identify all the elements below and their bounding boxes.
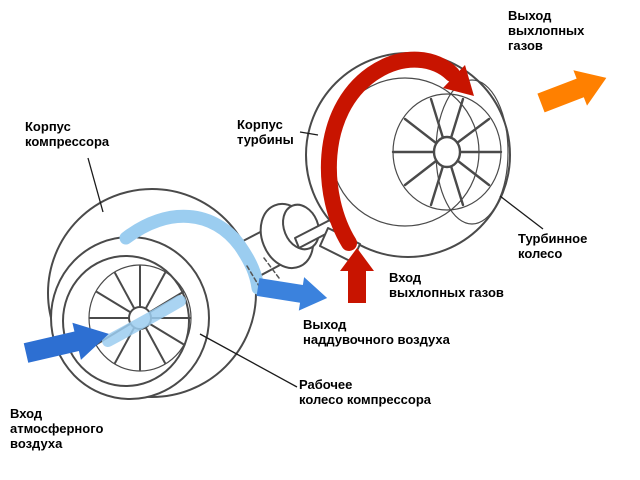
label-text: колесо компрессора — [299, 392, 432, 407]
diagram-linework — [47, 51, 511, 400]
pointer-line-compressor-wheel — [199, 333, 298, 388]
exhaust-inlet-arrow — [340, 248, 374, 303]
label-text: колесо — [518, 246, 563, 261]
label-text: компрессора — [25, 134, 110, 149]
pointer-line-turbine-housing — [299, 131, 319, 136]
air-inlet-arrow — [23, 322, 109, 363]
label-text: турбины — [237, 132, 294, 147]
label-turbine-housing: Корпус турбины — [237, 117, 294, 147]
label-air-inlet: Вход атмосферного воздуха — [10, 406, 103, 451]
label-turbine-wheel: Турбинное колесо — [518, 231, 587, 261]
label-compressor-housing: Корпус компрессора — [25, 119, 109, 149]
label-text: Корпус — [25, 119, 71, 134]
air-flow-inlet-curve — [102, 295, 186, 347]
label-text: наддувочного воздуха — [303, 332, 450, 347]
label-text: Вход — [389, 270, 422, 285]
hidden-edge-dashes — [246, 257, 280, 287]
label-text: Корпус — [237, 117, 283, 132]
flow-arrows — [23, 70, 607, 363]
label-text: Вход — [10, 406, 43, 421]
label-text: выхлопных газов — [389, 285, 504, 300]
label-text: Выход — [508, 8, 552, 23]
label-text: атмосферного — [10, 421, 104, 436]
exhaust-outlet-arrow — [537, 70, 607, 113]
label-compressor-wheel: Рабочее колесо компрессора — [299, 377, 431, 407]
label-exhaust-inlet: Вход выхлопных газов — [389, 270, 504, 300]
label-text: Рабочее — [299, 377, 353, 392]
charge-air-outlet-arrow — [256, 277, 328, 311]
pointer-line-compressor-housing — [87, 157, 104, 213]
label-text: воздуха — [10, 436, 63, 451]
exhaust-flow-arrowhead — [443, 65, 474, 96]
label-charge-air-outlet: Выход наддувочного воздуха — [303, 317, 450, 347]
label-exhaust-outlet: Выход выхлопных газов — [508, 8, 584, 53]
pointer-line-turbine-wheel — [499, 195, 544, 230]
pointer-lines — [87, 131, 544, 388]
label-text: выхлопных — [508, 23, 585, 38]
air-flow-curve — [119, 209, 265, 295]
turbine-wheel-drawing — [391, 93, 503, 211]
exhaust-flow-curve — [320, 51, 460, 251]
label-text: газов — [508, 38, 543, 53]
label-text: Выход — [303, 317, 347, 332]
label-text: Турбинное — [518, 231, 588, 246]
